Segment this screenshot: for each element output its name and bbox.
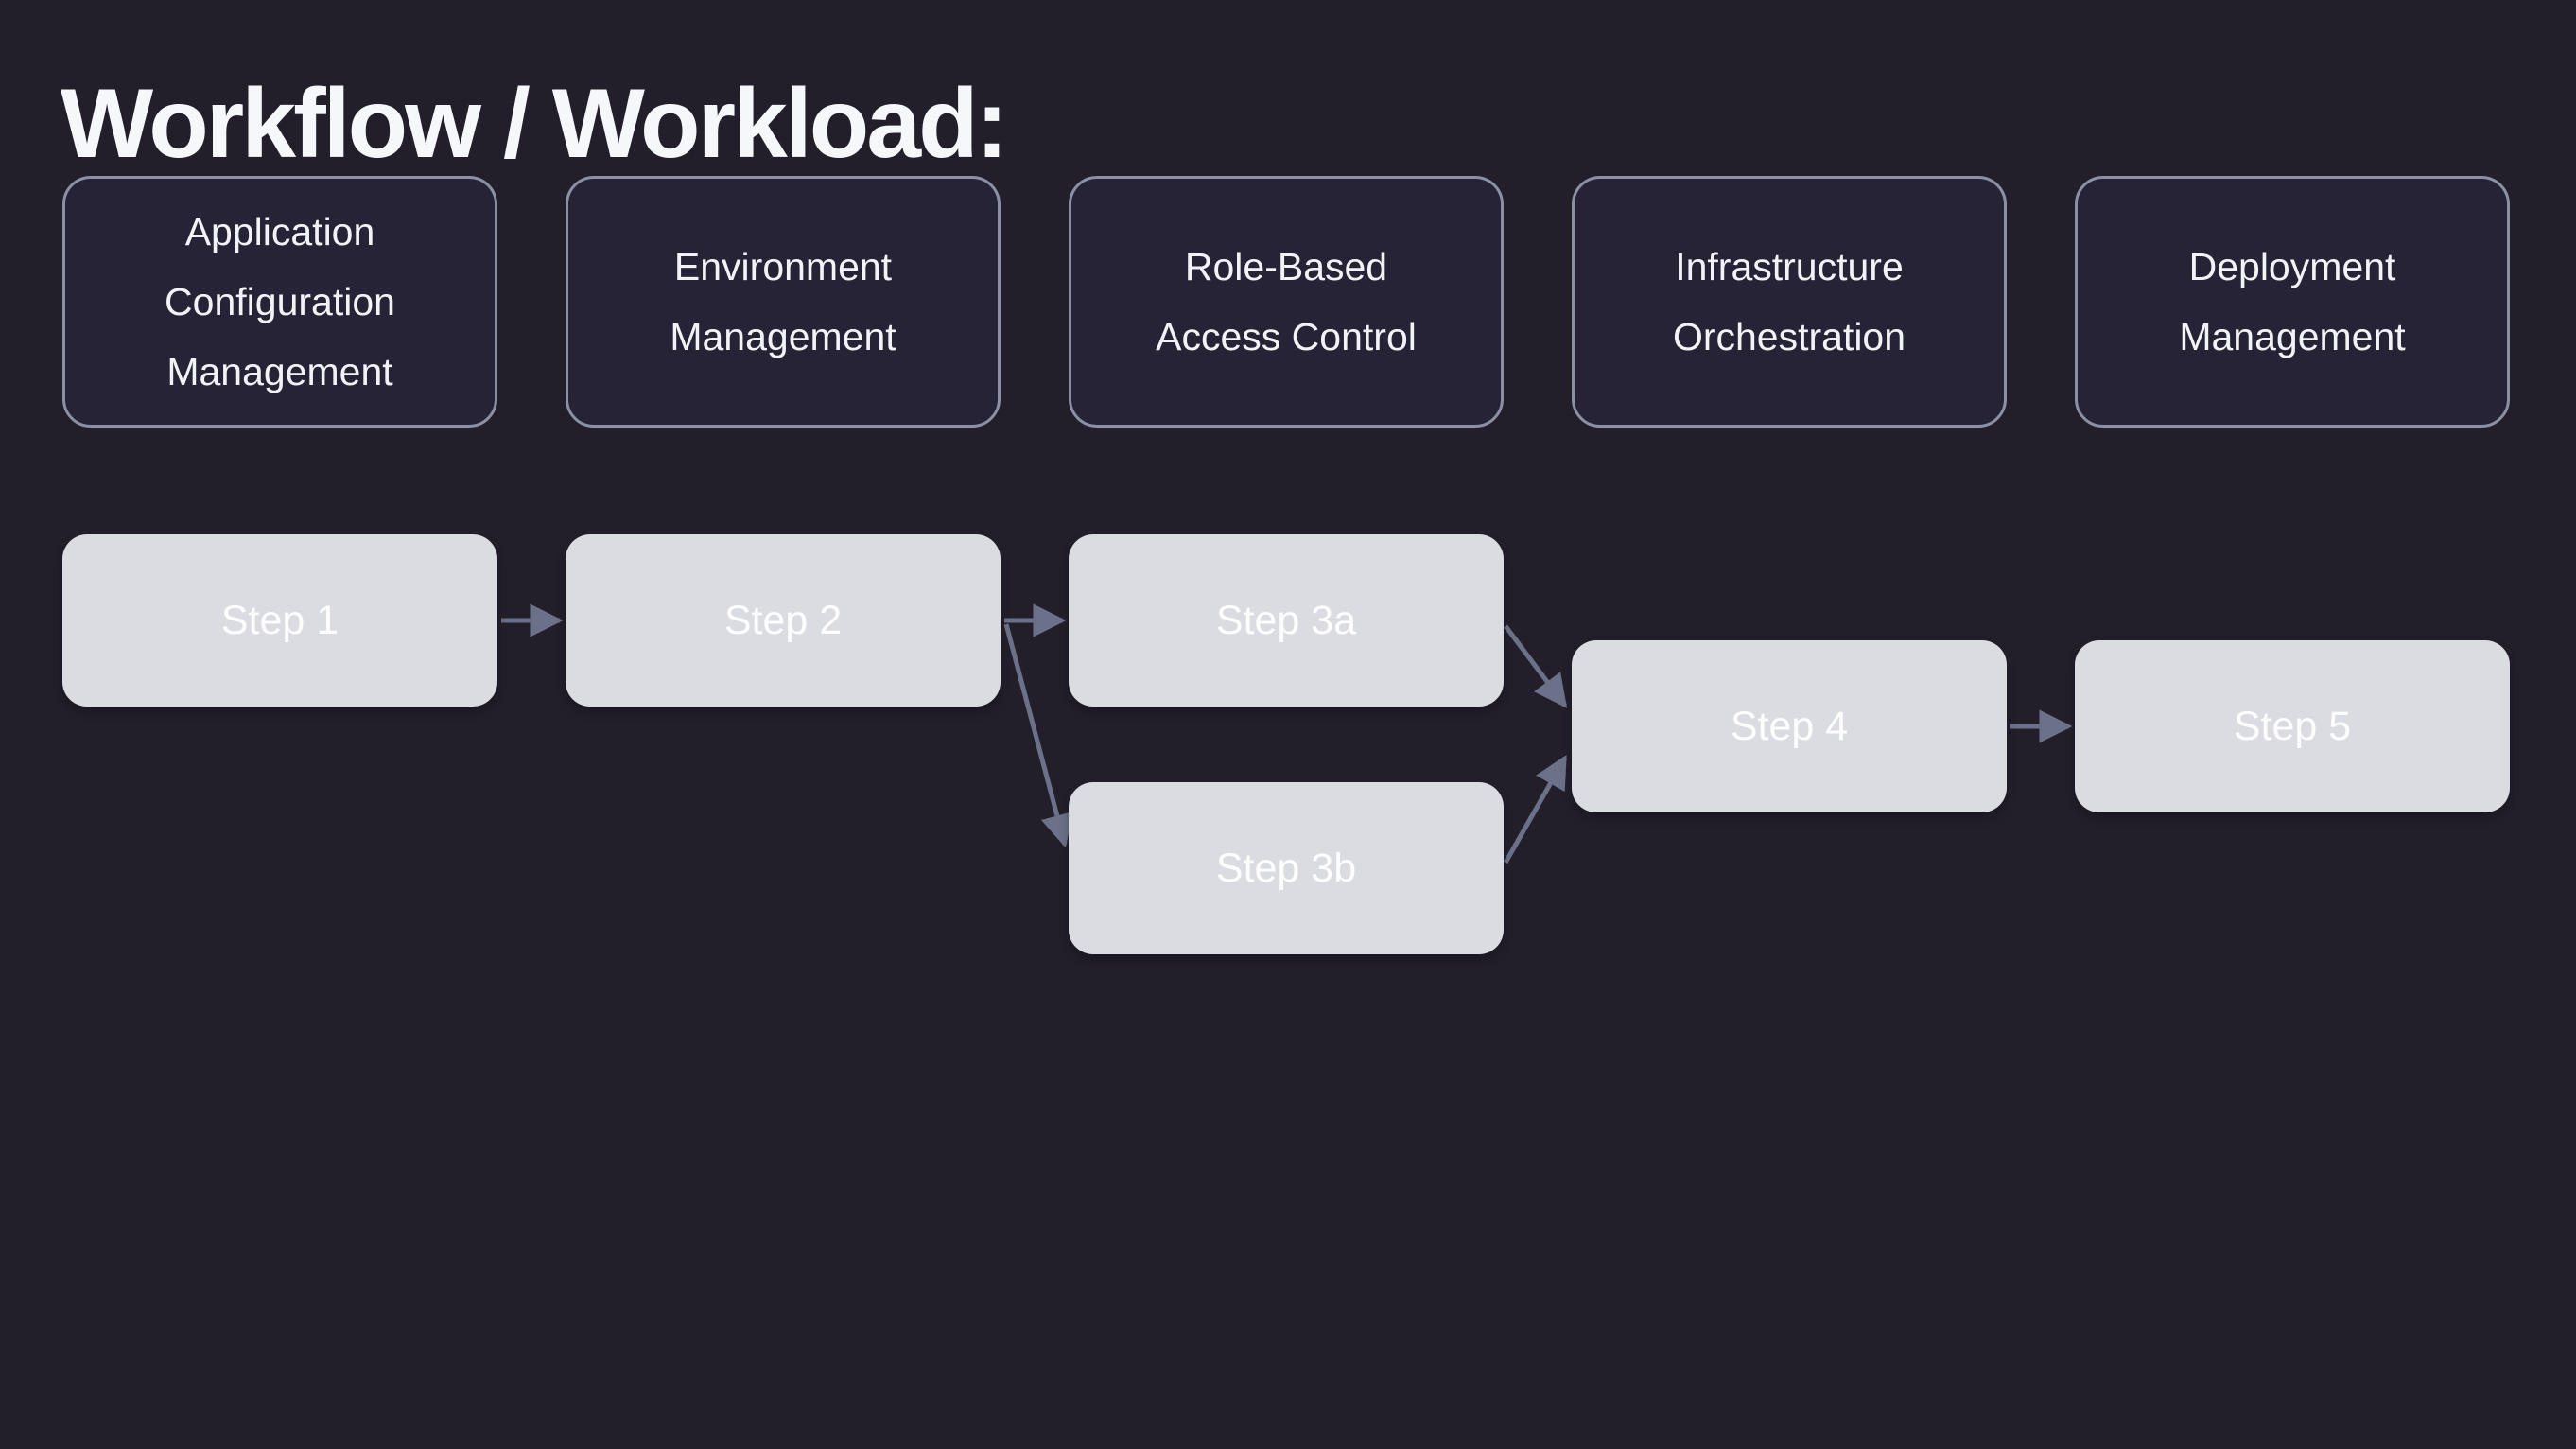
flow-node-label: Step 3a xyxy=(1215,597,1357,643)
capability-label-line: Infrastructure xyxy=(1675,245,1904,288)
capability-label-line: Access Control xyxy=(1156,315,1417,358)
capability-box-application-configuration-management: Application Configuration Management xyxy=(62,176,497,428)
flow-node-step-1: Step 1 xyxy=(62,534,497,707)
page-title: Workflow / Workload: xyxy=(61,68,1008,179)
capability-label-line: Role-Based xyxy=(1184,245,1388,288)
flow-node-step-4: Step 4 xyxy=(1572,640,2007,812)
arrow-step3a-to-step4-icon xyxy=(1504,624,1568,708)
flow-node-step-2: Step 2 xyxy=(566,534,1001,707)
flow-node-label: Step 3b xyxy=(1215,845,1357,891)
capability-label-line: Deployment xyxy=(2188,245,2396,288)
flow-node-label: Step 4 xyxy=(1730,703,1849,749)
capability-label-line: Management xyxy=(670,315,896,358)
flow-node-step-3b: Step 3b xyxy=(1069,782,1504,954)
capability-box-deployment-management: Deployment Management xyxy=(2075,176,2510,428)
capability-label-line: Management xyxy=(2179,315,2406,358)
flow-node-step-3a: Step 3a xyxy=(1069,534,1504,707)
flow-node-step-5: Step 5 xyxy=(2075,640,2510,812)
capability-label-line: Environment xyxy=(673,245,893,288)
arrow-step3b-to-step4-icon xyxy=(1503,754,1568,864)
capability-box-infrastructure-orchestration: Infrastructure Orchestration xyxy=(1572,176,2007,428)
capability-box-role-based-access-control: Role-Based Access Control xyxy=(1069,176,1504,428)
capability-label-line: Configuration xyxy=(165,280,395,323)
capability-label-line: Orchestration xyxy=(1672,315,1906,358)
capability-label-line: Application xyxy=(184,210,375,253)
capability-label-line: Management xyxy=(166,350,393,393)
flow-node-label: Step 2 xyxy=(723,597,843,643)
arrow-step2-to-step3b-icon xyxy=(1003,623,1073,848)
flow-node-label: Step 1 xyxy=(220,597,339,643)
flow-node-label: Step 5 xyxy=(2233,703,2352,749)
capability-box-environment-management: Environment Management xyxy=(566,176,1001,428)
